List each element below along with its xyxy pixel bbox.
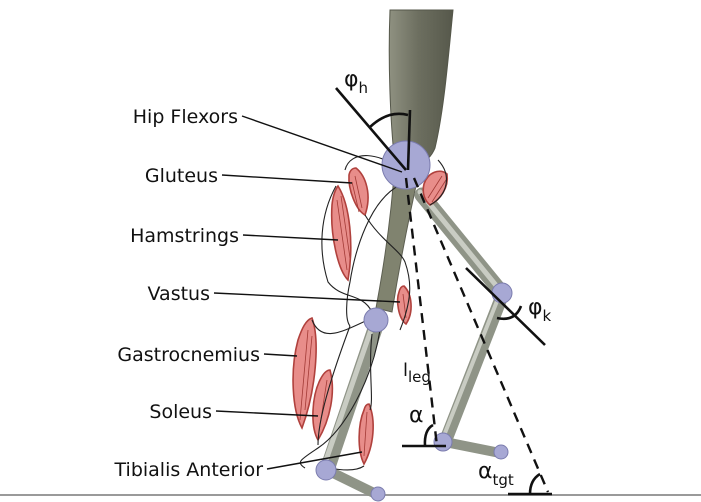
soleus-label: Soleus <box>149 401 212 423</box>
hip-angle-symbol: φh <box>344 67 368 97</box>
tibialis-anterior-label: Tibialis Anterior <box>114 459 264 481</box>
gluteus-label: Gluteus <box>145 165 218 187</box>
hamstrings-label: Hamstrings <box>130 225 239 247</box>
vastus-label: Vastus <box>148 283 210 305</box>
alpha-target-angle-marker <box>508 474 552 494</box>
hip-flexors-label: Hip Flexors <box>133 106 238 128</box>
rear-toe-joint <box>371 487 385 501</box>
front-foot-bone <box>445 442 500 453</box>
knee-angle-symbol: φk <box>528 295 552 325</box>
front-knee-joint <box>492 283 512 303</box>
front-shin-highlight <box>443 296 499 438</box>
leader-lines <box>214 116 402 469</box>
tibialis-anterior-muscle <box>359 404 373 464</box>
gluteus-muscle <box>349 168 368 215</box>
hamstrings-muscle <box>332 186 351 280</box>
soleus-muscle <box>313 370 332 440</box>
rear-ankle-joint <box>316 460 336 480</box>
gastrocnemius-label: Gastrocnemius <box>117 344 260 366</box>
front-toe-joint <box>494 445 508 459</box>
rear-knee-joint <box>364 308 388 332</box>
alpha-target-symbol: αtgt <box>478 459 514 489</box>
front-shin-bone <box>445 296 502 442</box>
front-thigh-highlight <box>420 192 499 289</box>
alpha-symbol: α <box>409 403 424 428</box>
